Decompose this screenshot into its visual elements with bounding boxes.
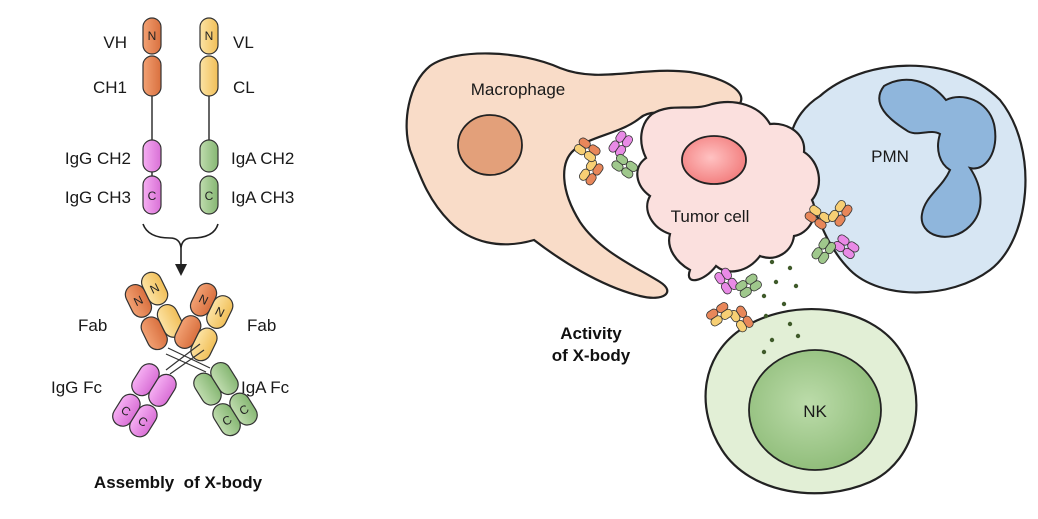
assembly-arrow xyxy=(175,264,187,276)
macrophage-cell: Macrophage xyxy=(405,52,743,299)
label-fab-right: Fab xyxy=(247,316,276,335)
vl-letter: N xyxy=(205,29,214,43)
iga-ch2-domain xyxy=(199,139,219,173)
vh-letter: N xyxy=(148,29,157,43)
macrophage-nucleus xyxy=(457,114,523,176)
label-fab-left: Fab xyxy=(78,316,107,335)
ch1-domain xyxy=(142,55,162,97)
label-vh: VH xyxy=(103,33,127,52)
caption-activity-line2: of X-body xyxy=(552,346,631,365)
label-iga-fc: IgA Fc xyxy=(241,378,290,397)
label-tumor: Tumor cell xyxy=(671,207,750,226)
igg-ch3-domain xyxy=(142,175,162,215)
cytotoxic-granules xyxy=(761,259,801,355)
label-pmn: PMN xyxy=(871,147,909,166)
label-ch1: CH1 xyxy=(93,78,127,97)
iga-ch3-letter: C xyxy=(205,189,214,203)
chain-diagram: N C N C VH CH1 IgG CH2 IgG CH3 VL CL IgA… xyxy=(65,17,294,276)
cl-domain xyxy=(199,55,219,97)
label-cl: CL xyxy=(233,78,255,97)
label-igg-ch3: IgG CH3 xyxy=(65,188,131,207)
assembly-brace xyxy=(142,223,219,249)
label-vl: VL xyxy=(233,33,254,52)
caption-activity-line1: Activity xyxy=(560,324,622,343)
vh-domain xyxy=(142,17,162,55)
igg-ch3-letter: C xyxy=(148,189,157,203)
vl-domain xyxy=(199,17,219,55)
label-macrophage: Macrophage xyxy=(471,80,566,99)
label-iga-ch2: IgA CH2 xyxy=(231,149,294,168)
assembled-x-body: N N N N C C xyxy=(51,271,290,492)
label-igg-fc: IgG Fc xyxy=(51,378,103,397)
tumor-nucleus xyxy=(681,135,747,185)
pmn-nucleus xyxy=(878,78,997,238)
tumor-cell: Tumor cell xyxy=(636,100,821,282)
pmn-cell: PMN xyxy=(788,64,1027,294)
nk-nucleus xyxy=(748,349,882,471)
caption-assembly: Assembly of X-body xyxy=(94,473,263,492)
nk-cell: NK xyxy=(704,308,918,495)
iga-ch3-domain xyxy=(199,175,219,215)
label-nk: NK xyxy=(803,402,827,421)
label-igg-ch2: IgG CH2 xyxy=(65,149,131,168)
igg-ch2-domain xyxy=(142,139,162,173)
label-iga-ch3: IgA CH3 xyxy=(231,188,294,207)
